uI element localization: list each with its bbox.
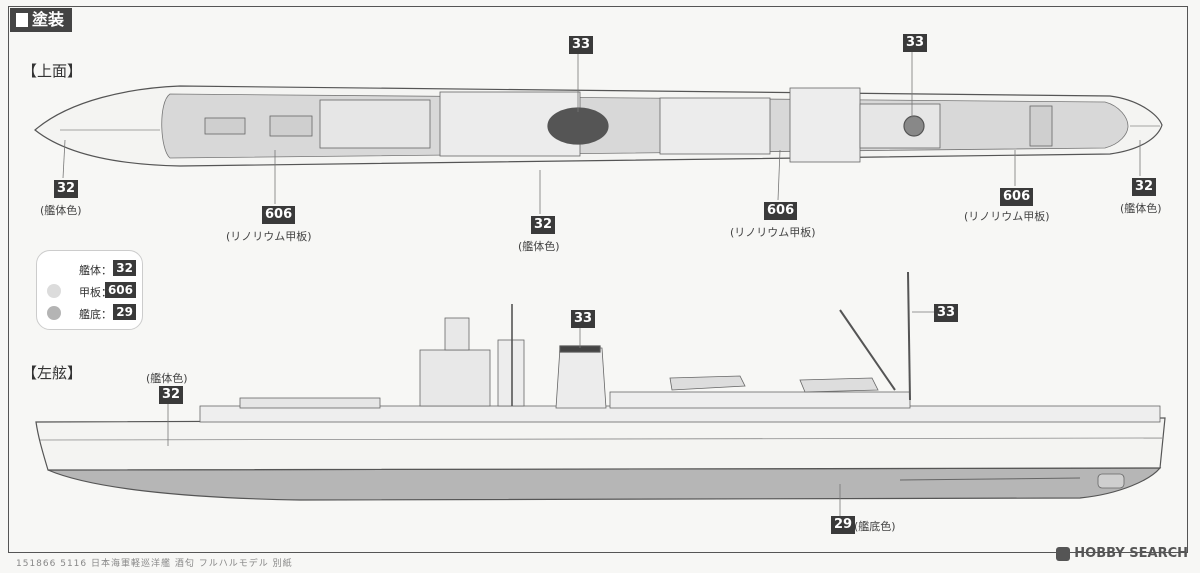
legend-row-bottom: 艦底： 29 (37, 303, 142, 323)
section-title-text: 塗装 (32, 10, 65, 29)
legend-badge: 606 (104, 282, 136, 298)
top-callout-badge: 606 (262, 206, 296, 224)
legend-label: 艦体： (79, 264, 112, 277)
top-view-label: 【上面】 (22, 62, 83, 80)
top-callout-note: (艦体色) (1120, 202, 1162, 215)
side-callout-note: (艦底色) (854, 520, 896, 533)
legend-label: 艦底： (79, 308, 112, 321)
watermark-text: HOBBY SEARCH (1074, 546, 1188, 561)
legend-row-deck: 甲板： 606 (37, 281, 142, 301)
legend-row-hull: 艦体： 32 (37, 259, 142, 279)
footer-text: 151866 5116 日本海軍軽巡洋艦 酒匂 フルハルモデル 別紙 (16, 559, 293, 569)
top-callout-note: (リノリウム甲板) (226, 230, 312, 243)
top-callout-note: (艦体色) (518, 240, 560, 253)
legend-label: 甲板： (79, 286, 112, 299)
side-callout-badge: 33 (934, 304, 959, 322)
top-callout-badge: 32 (54, 180, 79, 198)
section-title: 塗装 (10, 8, 73, 32)
side-callout-badge: 29 (831, 516, 856, 534)
side-callout-badge: 33 (571, 310, 596, 328)
top-callout-note: (艦体色) (40, 204, 82, 217)
deck-swatch (47, 284, 61, 298)
side-callout-badge: 32 (159, 386, 184, 404)
sheet-frame (8, 6, 1188, 553)
hull-swatch (47, 262, 61, 276)
top-callout-badge: 32 (531, 216, 556, 234)
top-callout-badge: 32 (1132, 178, 1157, 196)
side-bottom (47, 467, 1162, 501)
watermark: HOBBY SEARCH (1056, 546, 1188, 561)
side-hull (35, 417, 1166, 471)
square-icon (16, 13, 28, 27)
side-callout-note: (艦体色) (146, 372, 188, 385)
top-callout-badge: 33 (569, 36, 594, 54)
top-callout-badge: 606 (1000, 188, 1034, 206)
side-view-label: 【左舷】 (22, 364, 83, 382)
hobbysearch-logo-icon (1056, 546, 1071, 561)
legend-badge: 29 (113, 304, 136, 320)
top-callout-badge: 33 (903, 34, 928, 52)
top-view-ship (34, 52, 1163, 214)
bottom-swatch (47, 306, 61, 320)
top-callout-note: (リノリウム甲板) (730, 226, 816, 239)
side-view-ship (35, 271, 1166, 516)
legend-badge: 32 (113, 260, 136, 276)
color-legend: 艦体： 32 甲板： 606 艦底： 29 (36, 250, 143, 330)
top-callout-badge: 606 (764, 202, 798, 220)
top-callout-note: (リノリウム甲板) (964, 210, 1050, 223)
